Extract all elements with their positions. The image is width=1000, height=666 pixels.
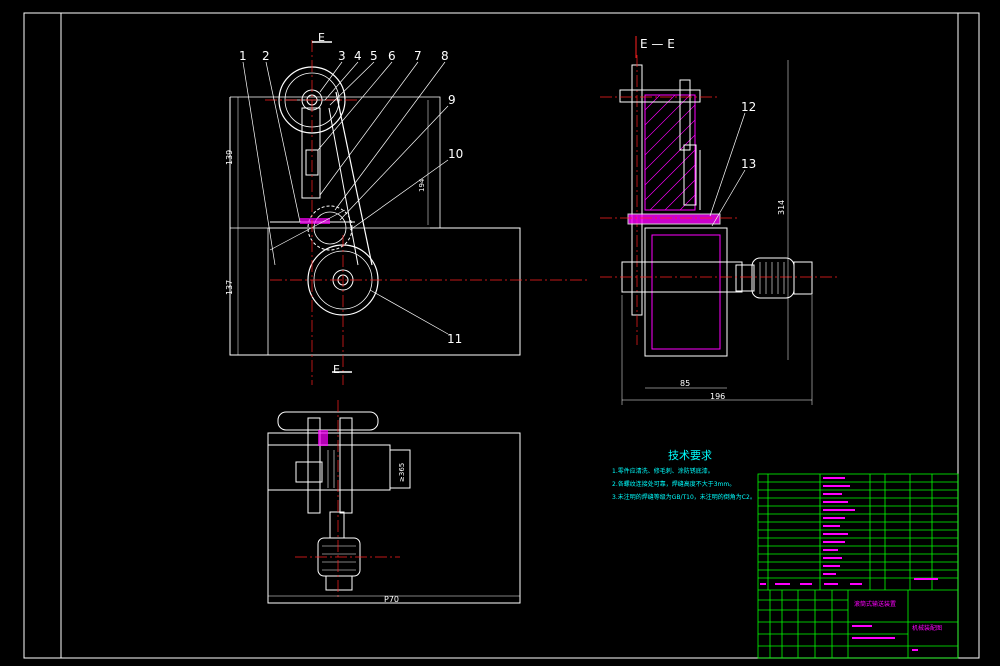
upper-housing xyxy=(644,94,696,211)
dim-314: 314 xyxy=(777,200,786,215)
part-number-11: 11 xyxy=(447,332,462,346)
part-number-8: 8 xyxy=(441,49,449,63)
part-number-13: 13 xyxy=(741,157,756,171)
tech-requirement-3: 3.未注明的焊缝等级为GB/T10，未注明的倒角为C2。 xyxy=(612,493,756,501)
section-view-e-e: E — E xyxy=(600,36,840,405)
section-view-title: E — E xyxy=(640,37,675,51)
plan-view: ≥365 P70 xyxy=(267,400,521,604)
dim-196: 196 xyxy=(710,392,725,401)
dim-139: 139 xyxy=(225,150,234,165)
technical-requirements: 技术要求 1.零件应清洗、修毛刺、涂防锈底漆。 2.各螺纹连接处可靠，焊缝高度不… xyxy=(612,449,756,501)
front-view: 139 137 194 E E xyxy=(225,31,590,385)
part-number-4: 4 xyxy=(354,49,362,63)
section-label-bottom: E xyxy=(333,363,340,376)
part-number-9: 9 xyxy=(448,93,456,107)
part-number-6: 6 xyxy=(388,49,396,63)
dim-137: 137 xyxy=(225,280,234,295)
section-label-top: E xyxy=(318,31,325,44)
tech-requirement-1: 1.零件应清洗、修毛刺、涂防锈底漆。 xyxy=(612,467,714,475)
gear xyxy=(307,205,353,251)
dim-plan-width: P70 xyxy=(384,595,399,604)
drawing-name: 滚筒式输送装置 xyxy=(854,600,896,608)
part-leaders xyxy=(242,61,449,335)
outer-border xyxy=(23,12,980,659)
motor-side xyxy=(751,257,795,299)
inner-border xyxy=(60,12,959,659)
part-number-7: 7 xyxy=(414,49,422,63)
part-number-5: 5 xyxy=(370,49,378,63)
part-number-10: 10 xyxy=(448,147,463,161)
part-number-12: 12 xyxy=(741,100,756,114)
part-number-2: 2 xyxy=(262,49,270,63)
tech-requirement-2: 2.各螺纹连接处可靠，焊缝高度不大于3mm。 xyxy=(612,480,735,488)
part-number-3: 3 xyxy=(338,49,346,63)
part-number-1: 1 xyxy=(239,49,247,63)
bom-text-marks xyxy=(760,477,938,651)
title-block xyxy=(757,473,959,659)
drawing-school: 机械装配图 xyxy=(912,624,942,632)
dim-194: 194 xyxy=(418,178,426,192)
tech-requirements-title: 技术要求 xyxy=(668,449,712,462)
dim-85: 85 xyxy=(680,379,690,388)
dim-plan-small: ≥365 xyxy=(398,463,406,482)
